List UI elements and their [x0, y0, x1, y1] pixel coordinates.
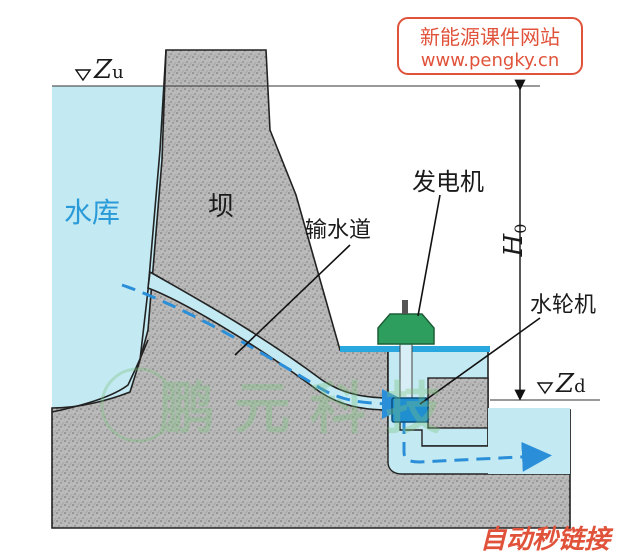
head-symbol: H0	[499, 224, 530, 258]
powerhouse-water-surface	[340, 346, 490, 352]
watermark-box	[397, 17, 583, 75]
label-turbine: 水轮机	[530, 293, 596, 318]
generator	[377, 313, 435, 345]
turbine-leader	[419, 317, 541, 405]
downstream-level-symbol: Zd	[555, 369, 586, 399]
upstream-level-symbol: Zu	[93, 55, 124, 85]
dam-upstream-face	[139, 49, 167, 361]
flow-arrow-tailrace	[402, 420, 552, 472]
watermark-line1: 新能源课件网站	[420, 25, 560, 49]
generator-leader	[417, 194, 441, 317]
downstream-level-triangle	[536, 382, 554, 395]
label-reservoir: 水库	[64, 196, 120, 229]
turbine	[391, 397, 429, 423]
tailrace-pool	[488, 408, 570, 474]
generator-top	[402, 300, 408, 314]
watermark-line2: www.pengky.cn	[421, 50, 559, 71]
center-watermark: 鹏 元 科 技	[100, 367, 442, 443]
label-dam: 坝	[208, 192, 234, 222]
bottom-watermark: 自动秒链接	[480, 525, 614, 555]
flow-arrow-penstock	[121, 283, 412, 419]
penstock-leader	[234, 244, 351, 356]
label-generator: 发电机	[412, 168, 484, 196]
center-watermark-text: 鹏 元 科 技	[159, 377, 442, 442]
upstream-level-triangle	[74, 69, 92, 82]
label-penstock: 输水道	[305, 218, 371, 243]
powerhouse-pit-rock	[427, 377, 489, 429]
